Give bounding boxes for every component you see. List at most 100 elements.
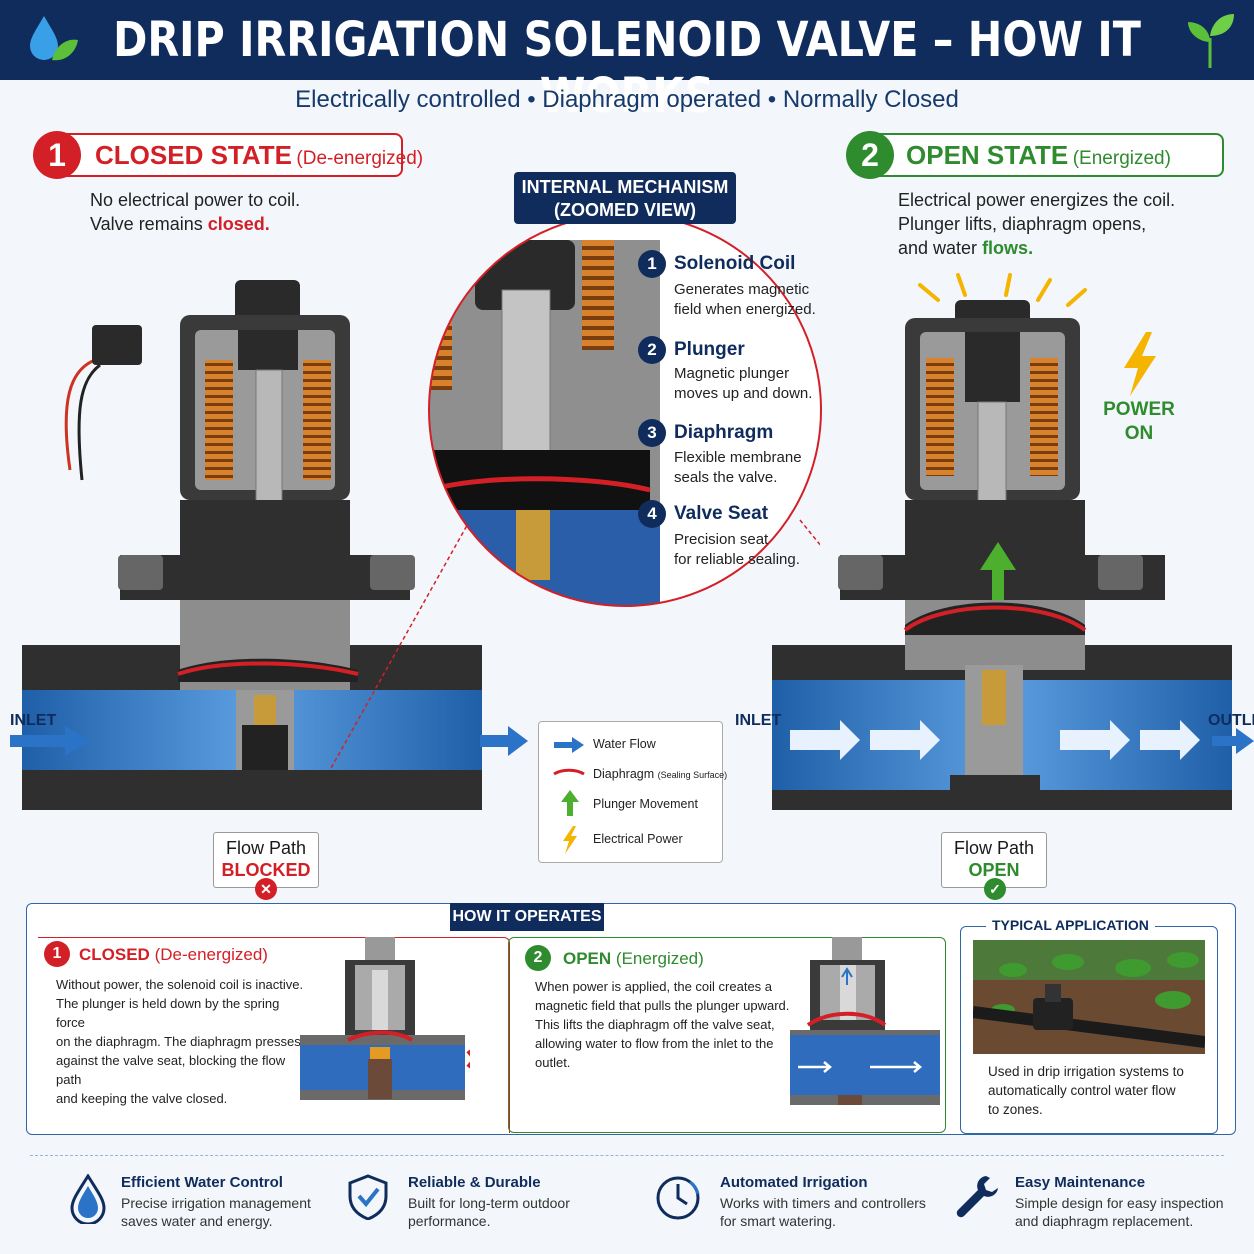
- ops-open-title: OPEN: [563, 949, 612, 968]
- legend-diaphragm: Diaphragm (Sealing Surface): [593, 767, 727, 781]
- water-drop-icon: [70, 1174, 106, 1224]
- closed-state-title-wrap: CLOSED STATE (De-energized): [95, 140, 423, 171]
- ops-closed-title: CLOSED: [79, 945, 150, 964]
- plunger-movement-legend-icon: [561, 790, 579, 816]
- open-flow-box: Flow Path OPEN: [941, 832, 1047, 888]
- ops-open-text: When power is applied, the coil creates …: [535, 979, 790, 1070]
- closed-flow-status: BLOCKED: [221, 860, 311, 880]
- ops-open-diagram: [790, 937, 940, 1105]
- blocked-x-icon: ✕: [255, 878, 277, 900]
- component-number: 3: [638, 419, 666, 447]
- open-valve-illustration: [772, 273, 1232, 810]
- ops-open-number: 2: [525, 945, 551, 971]
- component-title: Diaphragm: [674, 422, 774, 443]
- closed-desc-highlight: closed.: [207, 214, 270, 234]
- ops-open-qualifier: (Energized): [615, 949, 704, 968]
- lightning-bolt-icon: [1124, 332, 1156, 396]
- water-drop-leaf-icon: [22, 10, 82, 70]
- footer-title-4: Easy Maintenance: [1015, 1174, 1146, 1191]
- closed-state-title: CLOSED STATE: [95, 140, 292, 170]
- shield-check-icon: [348, 1174, 388, 1220]
- closed-desc-line2: Valve remains closed.: [90, 212, 300, 236]
- ops-closed-text: Without power, the solenoid coil is inac…: [56, 977, 304, 1106]
- component-number: 2: [638, 336, 666, 364]
- ops-open-heading: OPEN (Energized): [563, 949, 704, 969]
- closed-outlet-arrow: [480, 726, 528, 756]
- component-number: 4: [638, 500, 666, 528]
- application-photo: [973, 940, 1205, 1054]
- open-flow-label: Flow Path: [953, 838, 1035, 858]
- open-outlet-arrow: [1212, 728, 1254, 754]
- open-inlet-label: INLET: [735, 712, 782, 729]
- footer-divider: [30, 1155, 1224, 1156]
- legend-water-flow: Water Flow: [593, 737, 656, 751]
- open-flow-status: OPEN: [968, 860, 1020, 880]
- closed-state-qualifier: (De-energized): [296, 148, 424, 169]
- component-title: Plunger: [674, 339, 745, 360]
- subtitle: Electrically controlled • Diaphragm oper…: [295, 86, 959, 113]
- header-bar: [0, 0, 1254, 80]
- legend-plunger: Plunger Movement: [593, 797, 698, 811]
- open-desc-highlight: flows.: [982, 238, 1034, 258]
- closed-state-number: 1: [33, 131, 81, 179]
- closed-flow-label: Flow Path: [225, 838, 307, 858]
- open-outlet-label: OUTLET: [1208, 712, 1254, 729]
- ops-closed-number: 1: [44, 941, 70, 967]
- power-on-label: POWER ON: [1100, 398, 1178, 446]
- component-title: Solenoid Coil: [674, 253, 796, 274]
- open-state-number: 2: [846, 131, 894, 179]
- closed-inlet-label: INLET: [10, 712, 57, 729]
- closed-state-header: [48, 133, 403, 177]
- how-it-operates-label: HOW IT OPERATES: [450, 903, 604, 931]
- open-desc-line1: Electrical power energizes the coil.: [898, 190, 1176, 210]
- component-title: Valve Seat: [674, 503, 769, 524]
- sprout-icon: [1180, 8, 1240, 72]
- zoom-circle: [428, 213, 822, 607]
- footer-title-2: Reliable & Durable: [408, 1174, 541, 1191]
- open-state-qualifier: (Energized): [1072, 148, 1171, 169]
- ops-closed-qualifier: (De-energized): [154, 945, 268, 964]
- open-state-title-wrap: OPEN STATE (Energized): [906, 140, 1171, 171]
- component-number: 1: [638, 250, 666, 278]
- legend-diaphragm-note: (Sealing Surface): [657, 770, 728, 780]
- open-check-icon: ✓: [984, 878, 1006, 900]
- zoom-connector-lines: [329, 519, 820, 771]
- zoom-label-line2: (ZOOMED VIEW): [554, 200, 696, 220]
- water-flow-legend-icon: [554, 737, 584, 753]
- legend-diaphragm-label: Diaphragm: [593, 767, 655, 781]
- electrical-power-legend-icon: [563, 826, 577, 854]
- wrench-icon: [956, 1176, 998, 1218]
- ops-open-frame: [508, 937, 946, 1133]
- legend-power: Electrical Power: [593, 832, 683, 846]
- ops-closed-heading: CLOSED (De-energized): [79, 945, 268, 965]
- open-state-title: OPEN STATE: [906, 140, 1069, 170]
- footer-title-3: Automated Irrigation: [720, 1174, 868, 1191]
- zoom-label: INTERNAL MECHANISM (ZOOMED VIEW): [514, 172, 736, 224]
- power-label-2: ON: [1124, 423, 1154, 444]
- open-desc-line3: and water flows.: [898, 236, 1175, 260]
- open-state-description: Electrical power energizes the coil. Plu…: [898, 188, 1175, 260]
- open-desc-prefix: and water: [898, 238, 983, 258]
- zoom-label-line1: INTERNAL MECHANISM: [521, 177, 729, 197]
- ops-closed-diagram: [300, 937, 470, 1100]
- closed-inlet-arrow: [10, 726, 90, 756]
- ops-closed-frame: [38, 937, 510, 1133]
- diaphragm-legend-icon: [553, 768, 585, 776]
- power-label-1: POWER: [1103, 399, 1175, 420]
- closed-desc-prefix: Valve remains: [90, 214, 208, 234]
- typical-application-title: TYPICAL APPLICATION: [986, 917, 1155, 933]
- open-desc-line2: Plunger lifts, diaphragm opens,: [898, 214, 1147, 234]
- clock-icon: [656, 1176, 700, 1220]
- footer-title-1: Efficient Water Control: [121, 1174, 283, 1191]
- closed-state-description: No electrical power to coil. Valve remai…: [90, 188, 300, 236]
- closed-valve-illustration: [22, 280, 482, 810]
